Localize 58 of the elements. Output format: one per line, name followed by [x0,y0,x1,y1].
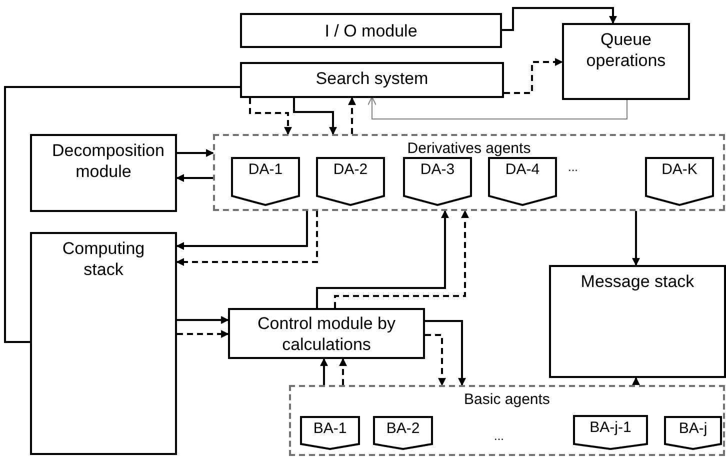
arrow [176,174,213,182]
arrow [632,377,640,385]
process-box [30,232,177,455]
dashed-arrow [425,334,446,386]
dashed-arrow [348,97,356,134]
dashed-arrow [177,330,229,338]
agent-shape [664,416,722,450]
arrow [632,211,640,266]
arrow [177,149,214,157]
group-title: Derivatives agents [407,140,531,157]
agent-shape [373,416,433,450]
node-label: DA-1 [248,161,283,178]
process-box [240,62,504,98]
agent-shape [645,157,714,206]
agent-shape [573,415,648,450]
node-label: DA-2 [333,161,368,178]
node-label: I / O module [324,20,418,40]
arrow [293,98,337,135]
dashed-arrow [249,98,292,135]
node-label: Control module by calculations [258,313,396,354]
group-box [213,134,725,211]
arrow [176,211,308,250]
group-box [289,385,725,456]
node-label: DA-4 [505,161,540,178]
dashed-arrow [339,358,347,385]
agent-shape [488,157,557,206]
node-label: DA-K [662,161,698,178]
arrow [502,7,617,31]
process-box [228,308,425,359]
node-label: BA-j-1 [590,419,632,436]
node-label: DA-3 [420,161,455,178]
node-label: BA-1 [313,420,347,437]
agent-shape [231,157,300,206]
node-label: Queue operations [586,30,666,70]
process-box [240,13,502,48]
node-label: Message stack [580,272,694,291]
dashed-arrow [176,211,318,266]
process-box [30,134,177,212]
arrow [320,358,328,385]
agent-shape [300,416,360,450]
group-title: Basic agents [464,391,550,408]
node-label: Computing stack [62,239,145,280]
agent-shape [316,157,385,206]
process-box [562,23,690,100]
ellipsis-label: ... [568,159,578,176]
agent-shape [403,157,472,206]
arrow [425,320,466,386]
node-label: Search system [316,69,428,88]
arrow [368,96,628,120]
node-label: BA-2 [386,420,420,437]
arrow [316,210,449,308]
ellipsis-label: ... [494,428,504,445]
node-label: Decomposition module [52,141,164,182]
dashed-arrow [504,58,563,94]
node-label: BA-j [678,420,708,437]
arrow [177,316,229,324]
dashed-arrow [334,210,469,308]
process-box [549,265,726,378]
